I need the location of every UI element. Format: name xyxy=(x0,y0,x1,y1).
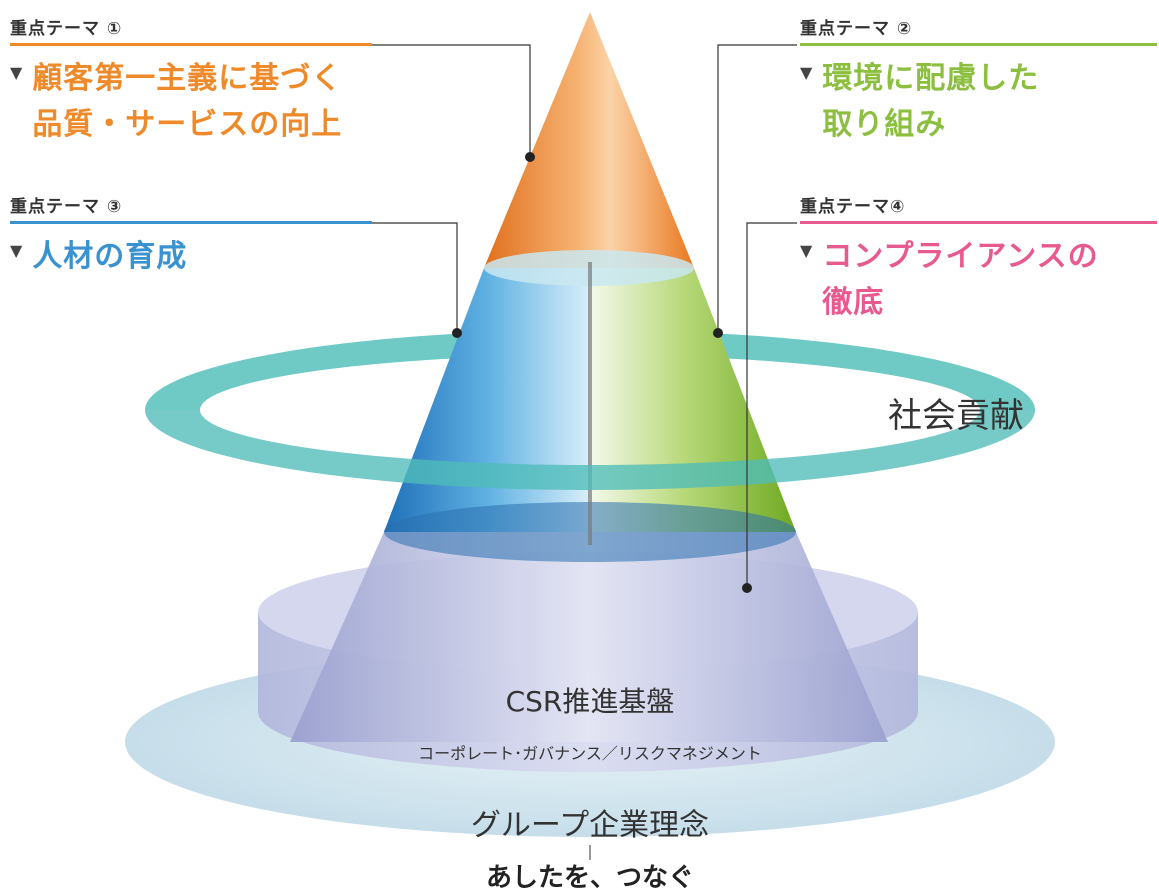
theme-3-rule xyxy=(10,221,372,224)
theme-1: 重点テーマ ① ▼ 顧客第一主義に基づく 品質・サービスの向上 xyxy=(10,14,372,148)
theme-2-title: 環境に配慮した 取り組み xyxy=(822,61,1040,142)
csr-base-title: CSR推進基盤 xyxy=(505,685,675,718)
leader-line-theme2 xyxy=(717,44,797,333)
leader-dot-theme1 xyxy=(525,152,535,162)
theme-2-rule xyxy=(800,43,1157,46)
philosophy-title: グループ企業理念 xyxy=(470,808,710,843)
philosophy-slogan: あしたを、つなぐ xyxy=(485,863,694,893)
csr-base-subtitle: コーポレート･ガバナンス／リスクマネジメント xyxy=(418,744,762,763)
theme-2-heading: 重点テーマ ② xyxy=(800,19,913,39)
leader-line-theme4 xyxy=(746,222,797,588)
arrow-down-icon: ▼ xyxy=(800,63,813,82)
arrow-down-icon: ▼ xyxy=(800,241,813,260)
leader-line-theme1 xyxy=(372,44,531,157)
leader-dot-theme2 xyxy=(713,328,723,338)
social-ring-front xyxy=(145,410,1035,490)
leader-line-theme3 xyxy=(372,222,458,333)
theme-2: 重点テーマ ② ▼ 環境に配慮した 取り組み xyxy=(800,14,1157,148)
theme-3-heading: 重点テーマ ③ xyxy=(10,197,123,217)
theme-4-title: コンプライアンスの 徹底 xyxy=(822,239,1099,320)
theme-4-heading: 重点テーマ④ xyxy=(800,197,906,217)
theme-1-heading: 重点テーマ ① xyxy=(10,19,123,39)
social-contribution-label: 社会貢献 xyxy=(888,396,1024,436)
theme-1-title: 顧客第一主義に基づく 品質・サービスの向上 xyxy=(32,61,343,142)
cone-green-section xyxy=(590,268,796,532)
theme-1-rule xyxy=(10,43,372,46)
theme-3-title: 人材の育成 xyxy=(32,239,188,274)
arrow-down-icon: ▼ xyxy=(10,241,23,260)
theme-4-rule xyxy=(800,221,1157,224)
theme-4: 重点テーマ④ ▼ コンプライアンスの 徹底 xyxy=(800,192,1157,326)
cone-blue-section xyxy=(384,268,590,532)
leader-dot-theme3 xyxy=(452,328,462,338)
theme-3: 重点テーマ ③ ▼ 人材の育成 xyxy=(10,192,372,280)
arrow-down-icon: ▼ xyxy=(10,63,23,82)
cone-lower-band xyxy=(290,532,888,742)
social-ring-back xyxy=(145,330,1035,410)
leader-dot-theme4 xyxy=(742,583,752,593)
cone-orange-top xyxy=(484,12,694,268)
